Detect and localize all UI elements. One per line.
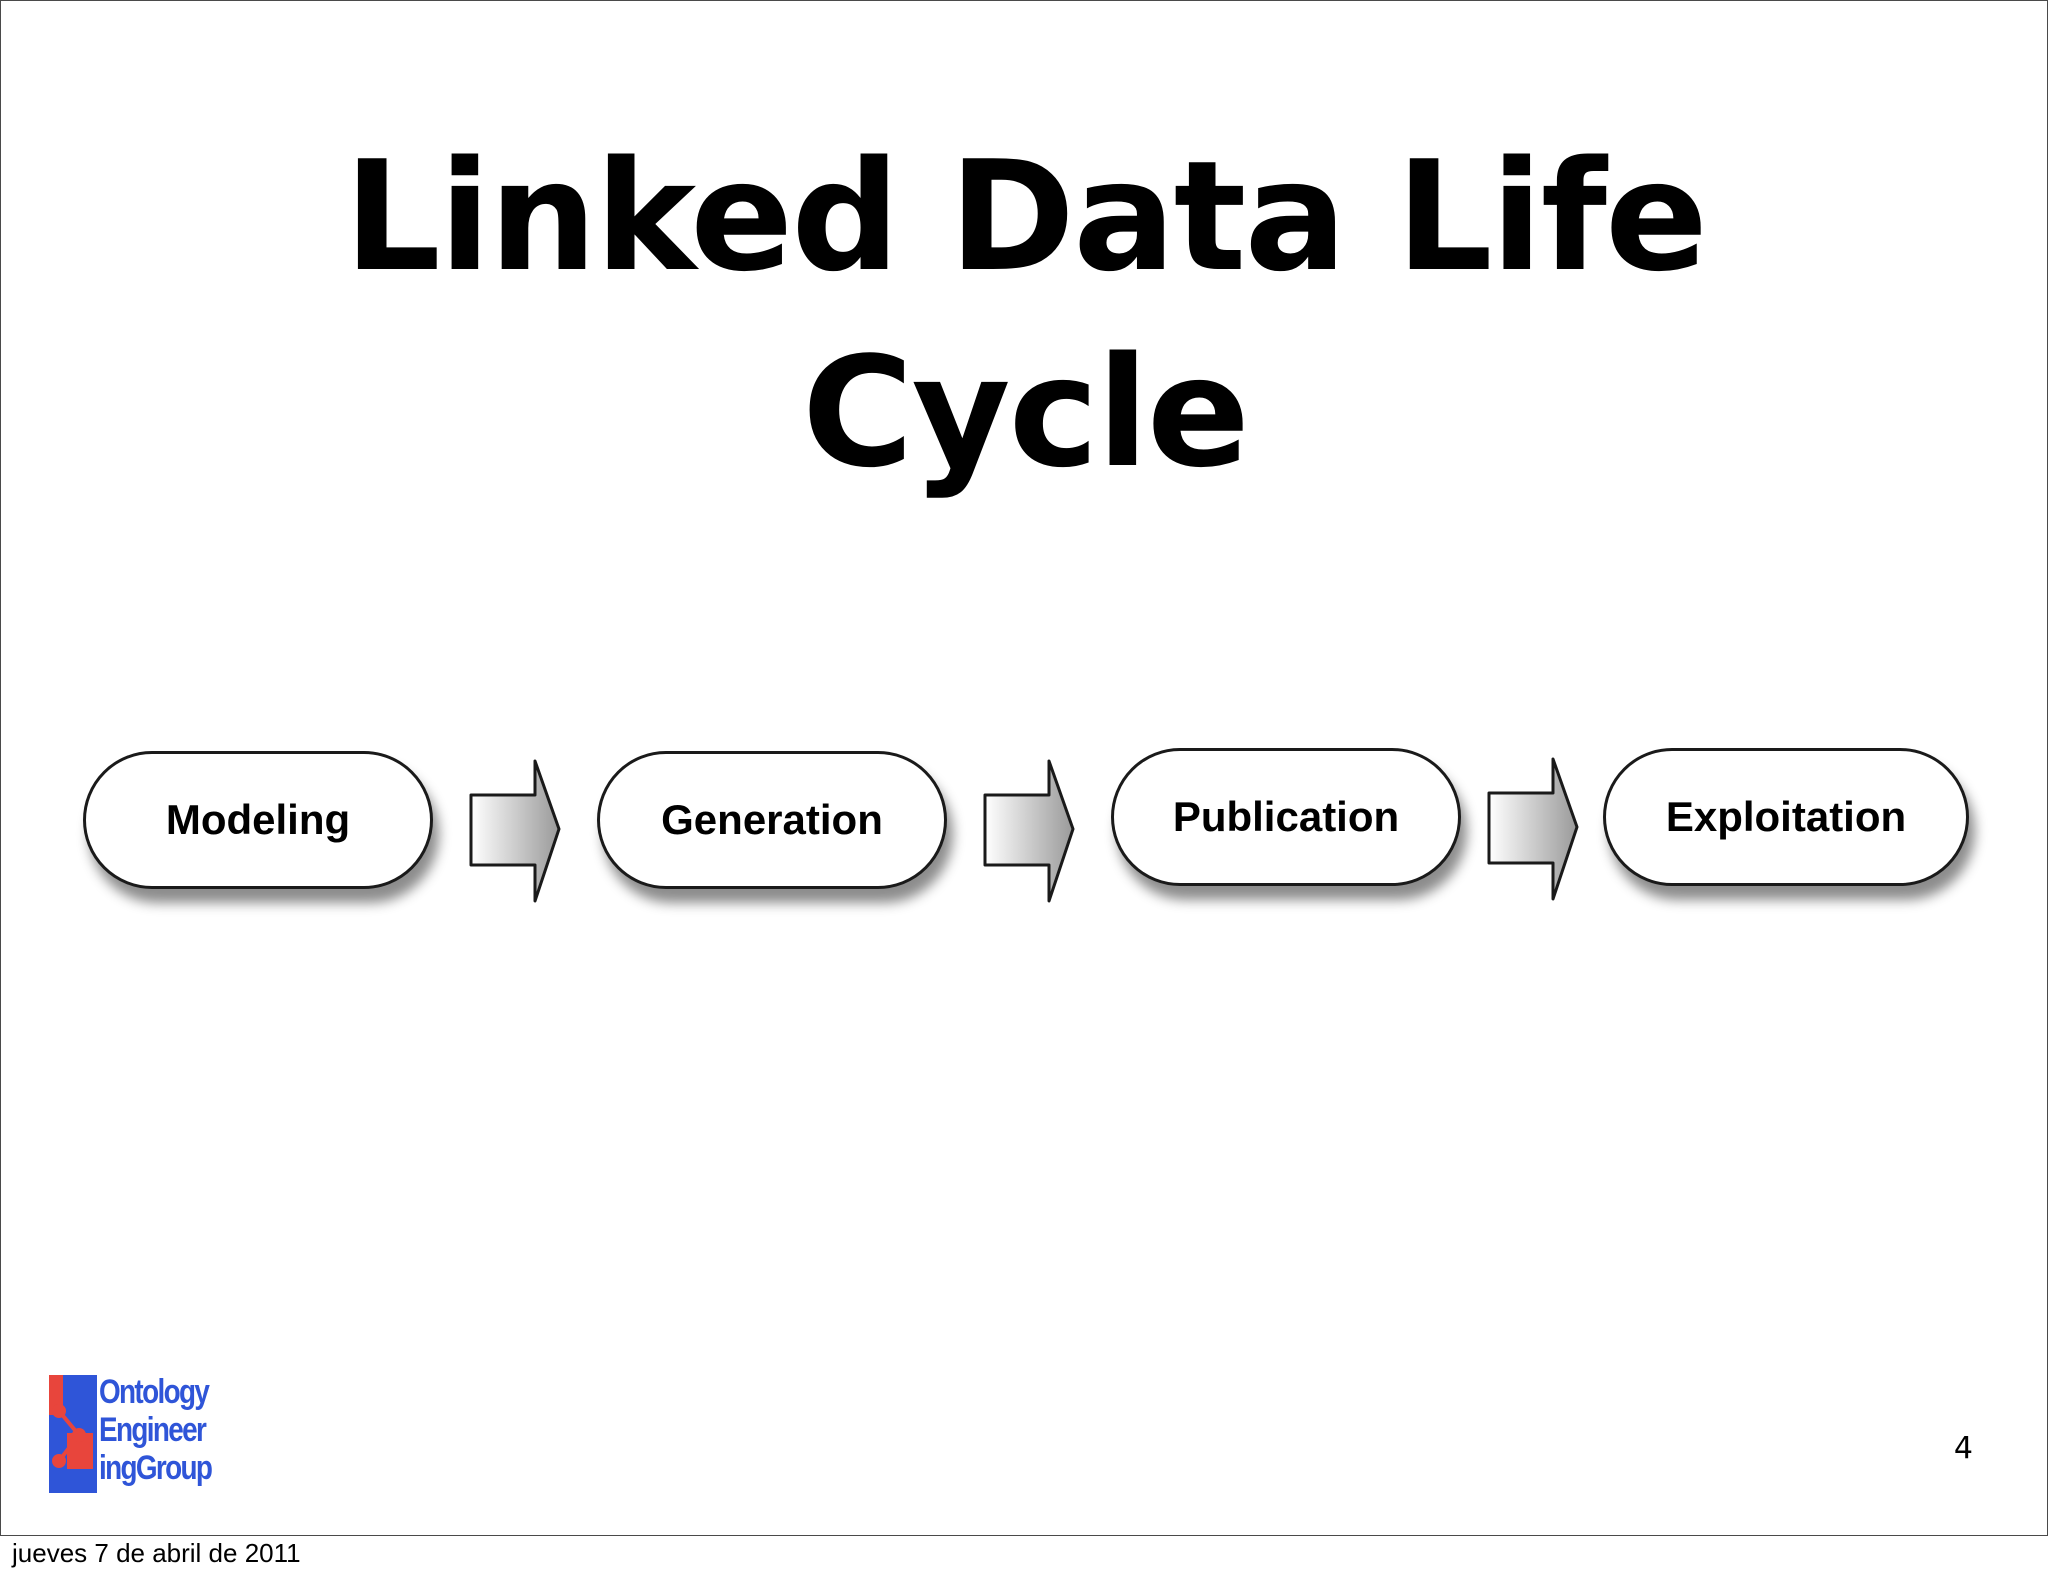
stage-label-publication: Publication — [1172, 793, 1400, 840]
arrow-generation-to-publication-icon — [983, 759, 1075, 903]
logo-network-mark-icon — [49, 1375, 97, 1493]
title-line-1: Linked Data Life — [343, 128, 1708, 305]
ontology-engineering-group-logo: Ontology Engineer ingGroup — [45, 1373, 225, 1495]
slide-title: Linked Data Life Cycle — [1, 119, 2048, 511]
arrow-publication-to-exploitation-icon — [1487, 757, 1579, 901]
stage-publication[interactable]: Publication — [1111, 748, 1461, 886]
logo-line-1: Ontology — [99, 1373, 210, 1411]
stage-modeling[interactable]: Modeling — [83, 751, 433, 889]
stage-label-exploitation: Exploitation — [1665, 793, 1907, 840]
footer-date: jueves 7 de abril de 2011 — [12, 1538, 301, 1568]
stage-generation[interactable]: Generation — [597, 751, 947, 889]
arrow-modeling-to-generation-icon — [469, 759, 561, 903]
stage-label-modeling: Modeling — [165, 796, 351, 843]
title-line-2: Cycle — [802, 324, 1250, 501]
stage-exploitation[interactable]: Exploitation — [1603, 748, 1969, 886]
slide: Linked Data Life Cycle Modeling Generati… — [0, 0, 2048, 1536]
logo-wordmark: Ontology Engineer ingGroup — [99, 1373, 213, 1487]
stage-label-generation: Generation — [661, 796, 883, 843]
page-number: 4 — [1953, 1431, 1973, 1466]
logo-line-2: Engineer — [99, 1411, 207, 1449]
logo-line-3: ingGroup — [99, 1449, 213, 1487]
